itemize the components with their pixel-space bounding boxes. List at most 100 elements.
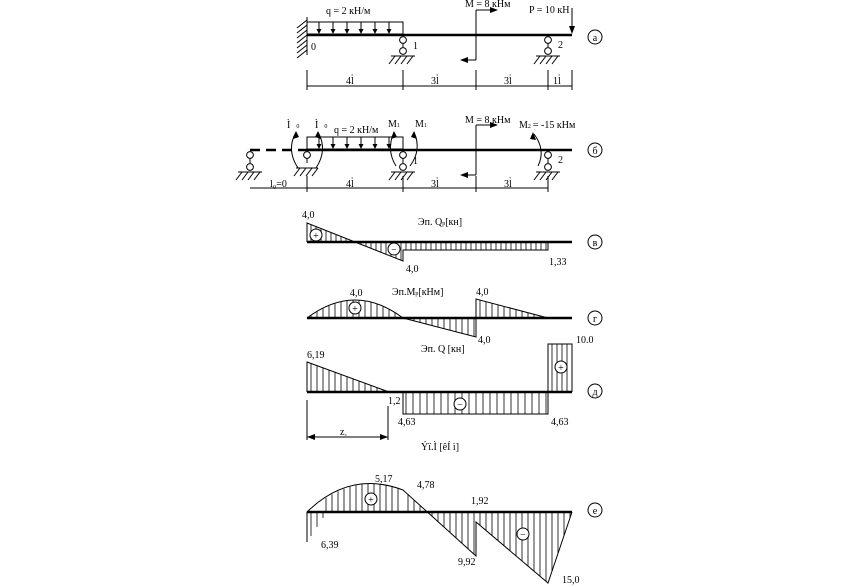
span-3l-a-2: 3l̇ — [504, 75, 512, 87]
dimension-line-b — [250, 176, 549, 192]
arrow-head — [330, 144, 336, 149]
panel-v-shear-diagram-p: Эп. Qр[кн] 4,0 4,0 1,33 + − в — [302, 210, 603, 275]
hatch-line — [296, 24, 308, 34]
moment-neg-outline-g — [402, 317, 477, 338]
garbled-note-d: Ýï.Ì [êÍ ì] — [421, 441, 459, 453]
value-5-17-e: 5,17 — [375, 474, 393, 485]
value-4-0-peak-g: 4,0 — [350, 288, 363, 299]
minus-sign-circle-d — [453, 397, 467, 411]
node-2-label-b: 2 — [558, 155, 563, 166]
moment-M-a — [460, 7, 498, 63]
shear-neg-outline-d — [402, 392, 549, 415]
hatch-line — [296, 49, 308, 59]
node-1-label: 1 — [413, 41, 418, 52]
moment-arrow-M2 — [530, 132, 542, 167]
pin-support-1 — [388, 36, 415, 65]
plus-sign-g: + — [352, 304, 358, 315]
hatch-e — [310, 483, 571, 582]
value-4-78-e: 4,78 — [417, 480, 435, 491]
force-P-label: P = 10 кН — [529, 5, 569, 16]
q-label-b: q = 2 кН/м — [334, 125, 379, 136]
M1-label-left: M1 — [388, 119, 400, 130]
hatch-line — [296, 29, 308, 39]
moment-label-a: M = 8 кНм — [465, 0, 511, 10]
panel-tag-d: д — [592, 387, 597, 398]
moment-arrows-M1 — [390, 131, 418, 167]
minus-sign-e: − — [520, 530, 526, 541]
moment-parabola-g — [306, 299, 404, 319]
pin-support-2-b — [533, 151, 560, 181]
moment-label-b: M = 8 кНм — [465, 115, 511, 126]
hatch-line — [296, 19, 308, 29]
moment-arrows-X0 — [291, 131, 323, 169]
span-4l-b: 4l̇ — [346, 178, 354, 190]
hatch-line — [296, 39, 308, 49]
value-4-0-right-g: 4,0 — [476, 287, 489, 298]
plus-sign-circle-d — [554, 360, 568, 374]
panel-a-loaded-beam: q = 2 кН/м 0 1 2 — [296, 0, 603, 90]
arrow-head — [344, 29, 350, 34]
plus-sign-v: + — [313, 231, 319, 242]
plus-sign-circle-e — [364, 492, 378, 506]
diagram-title-v: Эп. Qр[кн] — [418, 217, 462, 228]
shear-outline-v — [306, 222, 549, 262]
panel-tag-b: б — [592, 146, 597, 157]
plus-sign-circle-v — [309, 228, 323, 242]
z0-dimension — [306, 400, 389, 440]
pin-support-2 — [533, 36, 560, 65]
node-2-label: 2 — [558, 40, 563, 51]
hatch-line — [296, 34, 308, 44]
moment-pos-outline-g — [475, 298, 549, 319]
value-6-39-e: 6,39 — [321, 540, 339, 551]
pin-support-1-b — [388, 151, 415, 181]
arrow-head — [386, 29, 392, 34]
value-4-0-top-v: 4,0 — [302, 210, 315, 221]
arrow-head — [358, 29, 364, 34]
hatch-g — [310, 300, 547, 337]
distributed-load-arrows-b — [316, 137, 392, 149]
value-9-92-e: 9,92 — [458, 557, 476, 568]
z0-label: z₀ — [340, 427, 347, 438]
arrow-head — [344, 144, 350, 149]
distributed-load-arrows — [316, 22, 392, 34]
node-1-label-b: 1 — [413, 156, 418, 167]
span-3l-a-1: 3l̇ — [431, 75, 439, 87]
moment-outline-e — [306, 483, 573, 584]
arrow-head — [358, 144, 364, 149]
hatch-line — [296, 44, 308, 54]
q-label-a: q = 2 кН/м — [326, 6, 371, 17]
value-6-19-d: 6,19 — [307, 350, 325, 361]
dimension-line-a — [306, 70, 573, 90]
span-1l-a: 1l̇ — [553, 75, 561, 87]
pin-support-fictitious — [235, 151, 262, 181]
moment-M-b — [460, 122, 498, 178]
value-4-0-bottom-v: 4,0 — [406, 264, 419, 275]
panel-tag-circle-d — [587, 383, 603, 399]
span-l0-b: l₀=0 — [270, 179, 287, 190]
value-4-63-right-d: 4,63 — [551, 417, 569, 428]
arrow-head — [330, 29, 336, 34]
hatch-d — [310, 344, 568, 414]
minus-sign-d: − — [457, 400, 463, 411]
value-4-63-left-d: 4,63 — [398, 417, 416, 428]
value-1-33-v: 1,33 — [549, 257, 567, 268]
distributed-load-box — [306, 21, 404, 35]
M1-label-right: M1 — [415, 119, 427, 130]
panel-tag-circle-b — [587, 142, 603, 158]
value-15-0-e: 15,0 — [562, 575, 580, 586]
M2-label: M2= -15 кНм — [519, 120, 576, 131]
panel-tag-v: в — [593, 238, 598, 249]
span-3l-b-2: 3l̇ — [504, 178, 512, 190]
panel-e-final-moment-diagram: 5,17 4,78 1,92 6,39 9,92 15,0 + − е — [306, 474, 603, 586]
value-10-0-d: 10.0 — [576, 335, 594, 346]
span-3l-b-1: 3l̇ — [431, 178, 439, 190]
distributed-load-box-b — [306, 136, 404, 150]
panel-b-equivalent-system: q = 2 кН/м — [235, 115, 603, 192]
panel-tag-circle-a — [587, 29, 603, 45]
panel-tag-e: е — [593, 506, 598, 517]
shear-pos-outline-d — [306, 361, 390, 393]
plus-sign-circle-g — [348, 301, 362, 315]
